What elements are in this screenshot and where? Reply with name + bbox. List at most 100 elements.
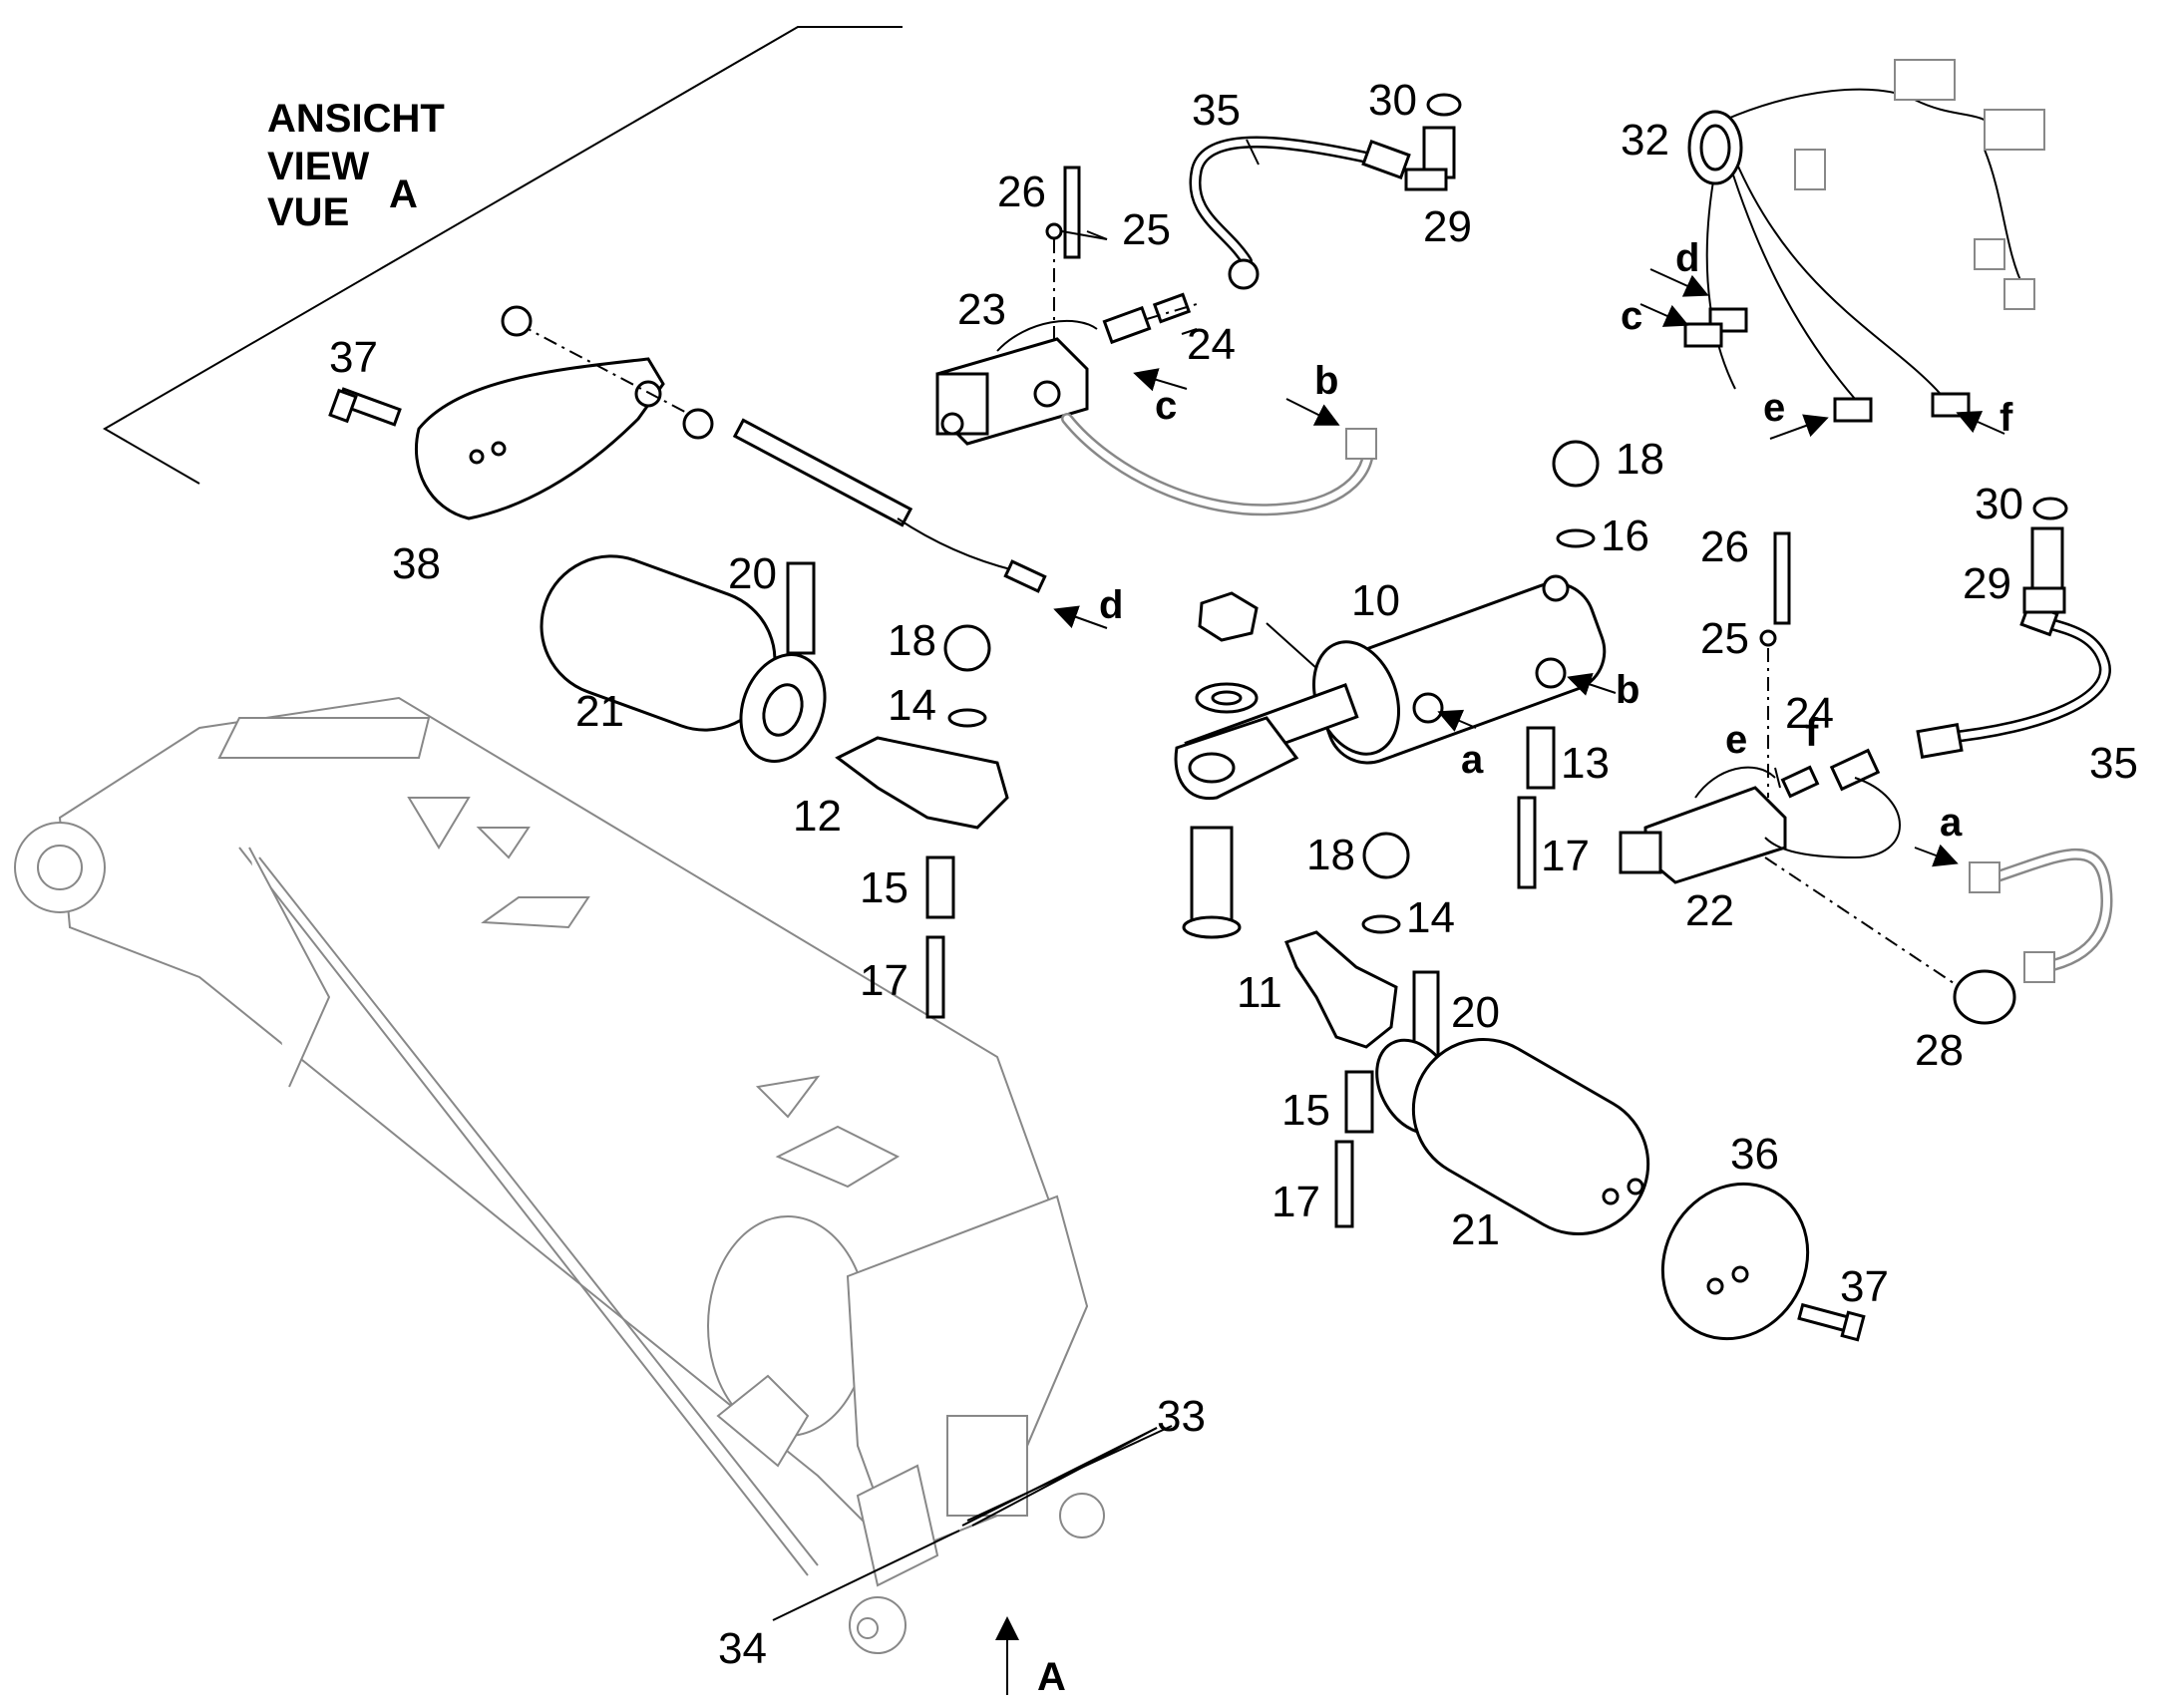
washer-25-right <box>1759 629 1777 647</box>
boom-frame <box>14 696 1105 1654</box>
callout-18-left: 18 <box>888 616 936 665</box>
callout-24-right: 24 <box>1785 689 1834 738</box>
callout-26-right: 26 <box>1700 522 1749 571</box>
washer-14-left <box>947 708 987 728</box>
callout-10: 10 <box>1351 576 1400 625</box>
cotter-pin <box>1266 622 1317 669</box>
letter-a-cylinder: a <box>1461 738 1484 782</box>
callout-24-top: 24 <box>1187 320 1236 369</box>
nut-30-right <box>2032 497 2068 520</box>
fitting-b <box>1535 657 1567 689</box>
callout-numbers: 35 30 29 26 25 23 24 32 37 38 20 21 18 1… <box>329 76 2138 1673</box>
washer-14-lower <box>1361 914 1401 934</box>
fitting-24-top <box>1152 292 1192 324</box>
callout-26-top: 26 <box>997 168 1046 216</box>
bracket-11 <box>1284 930 1398 1049</box>
nut-18-left <box>943 624 991 672</box>
callout-38: 38 <box>392 539 441 588</box>
bolt-17-left <box>925 935 945 1019</box>
callout-32: 32 <box>1621 116 1669 165</box>
callout-37-right: 37 <box>1840 1262 1889 1311</box>
bolt-17-center <box>1517 796 1537 889</box>
callout-37-left: 37 <box>329 333 378 382</box>
connector-f-right <box>1829 748 1881 792</box>
connection-letters: c b d d c e f a b e f a <box>1099 236 2013 845</box>
letter-a-valve: a <box>1940 801 1963 845</box>
letter-e-valve: e <box>1725 718 1747 762</box>
letter-e-harness: e <box>1763 386 1785 430</box>
letter-d-left: d <box>1099 583 1123 627</box>
fitting-a <box>1412 692 1444 724</box>
elbow-29-top <box>1404 126 1456 191</box>
callout-29-right: 29 <box>1963 559 2011 608</box>
letter-b-top: b <box>1314 359 1338 403</box>
plate-38 <box>414 323 699 520</box>
cylinder-21-left <box>540 554 827 763</box>
view-boundary-line <box>103 26 903 485</box>
callout-20-left: 20 <box>728 549 777 598</box>
view-label-view: VIEW <box>267 145 369 188</box>
callout-35-right: 35 <box>2089 739 2138 788</box>
connector-24-top <box>1102 305 1152 345</box>
letter-f-valve: f <box>1805 711 1819 755</box>
callout-35-top: 35 <box>1192 86 1241 135</box>
callout-15-lower: 15 <box>1281 1086 1330 1135</box>
nut-38-a <box>501 305 533 337</box>
hose-35-right <box>1916 601 2111 760</box>
callout-17-lower: 17 <box>1272 1178 1320 1226</box>
connection-arrows <box>995 268 2005 1695</box>
valve-22 <box>1619 766 1787 884</box>
dash-24-top <box>1146 303 1198 320</box>
letter-c-harness: c <box>1621 294 1642 338</box>
callout-17-left: 17 <box>860 956 908 1005</box>
callout-18-center: 18 <box>1616 435 1664 484</box>
hose-context-right <box>1969 849 2113 983</box>
callout-34: 34 <box>718 1624 767 1673</box>
callout-30-right: 30 <box>1975 480 2023 528</box>
leader-lines <box>772 139 1781 1621</box>
bolt-26-top <box>1063 166 1081 259</box>
callout-21-left: 21 <box>575 687 624 736</box>
callout-12: 12 <box>793 792 842 841</box>
cover-36 <box>1660 1182 1810 1341</box>
callout-20-lower: 20 <box>1451 988 1500 1037</box>
plug-28 <box>1953 969 2016 1025</box>
callout-17-center: 17 <box>1541 832 1590 880</box>
callout-14-lower: 14 <box>1406 893 1455 942</box>
pin-20-left <box>786 561 816 655</box>
rod-with-wire <box>732 418 1047 593</box>
sleeve-15-lower <box>1344 1070 1374 1134</box>
bolt-17-lower <box>1334 1140 1354 1228</box>
nut-30-top <box>1426 93 1462 117</box>
callout-22: 22 <box>1685 886 1734 935</box>
wire-f-right <box>1764 777 1901 859</box>
callout-30-top: 30 <box>1368 76 1417 125</box>
callout-28: 28 <box>1915 1026 1964 1075</box>
callout-14-left: 14 <box>888 681 936 730</box>
nut-38-b <box>682 408 714 440</box>
connector-24-right <box>1780 765 1820 799</box>
callout-15-left: 15 <box>860 863 908 912</box>
nut-18-lower <box>1362 832 1410 879</box>
castle-nut <box>1198 591 1259 642</box>
washer-25-top <box>1045 222 1063 240</box>
dash-22-28 <box>1764 856 1961 988</box>
hose-35-top <box>1189 136 1411 290</box>
callout-11: 11 <box>1237 968 1282 1017</box>
letter-c-top: c <box>1155 384 1177 428</box>
letter-f-harness: f <box>1999 396 2013 440</box>
washer-16 <box>1556 528 1596 548</box>
bracket-12 <box>835 736 1009 830</box>
bolt-37-left <box>328 387 402 427</box>
callout-16: 16 <box>1601 512 1649 560</box>
view-label-ansicht: ANSICHT <box>267 97 445 141</box>
pin-below-cylinder <box>1182 826 1242 939</box>
hydraulic-cylinder-10 <box>1174 574 1607 801</box>
view-label-vue: VUE <box>267 190 349 234</box>
elbow-29-right <box>2022 526 2066 614</box>
cylinder-21-lower <box>1375 1038 1650 1235</box>
wire-harness-32 <box>1683 59 2045 423</box>
view-label-letter: A <box>389 172 418 216</box>
view-arrow-label: A <box>1037 1655 1066 1699</box>
washer-center-inner <box>1211 690 1243 706</box>
